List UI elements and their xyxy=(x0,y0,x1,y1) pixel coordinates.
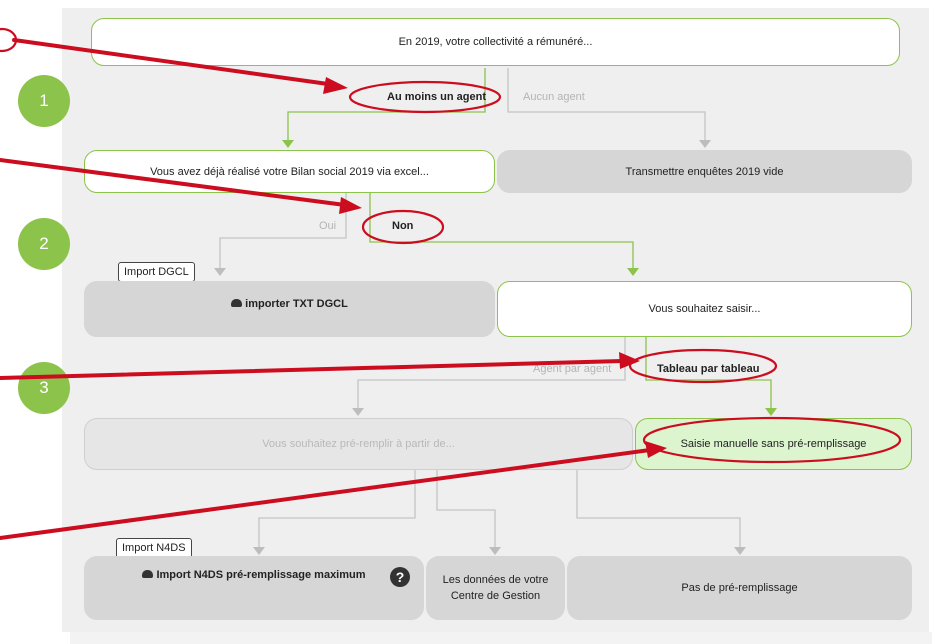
arrowhead xyxy=(352,408,364,416)
arrowhead xyxy=(214,268,226,276)
manual-entry-label: Saisie manuelle sans pré-remplissage xyxy=(680,438,867,450)
empty-surveys-label: Transmettre enquêtes 2019 vide xyxy=(625,165,784,178)
connector-cdg xyxy=(436,470,496,547)
question-excel-bilan: Vous avez déjà réalisé votre Bilan socia… xyxy=(84,150,495,193)
manual-entry-button[interactable]: Saisie manuelle sans pré-remplissage xyxy=(635,418,912,470)
step-circle-1: 1 xyxy=(18,75,70,127)
arrowhead xyxy=(253,547,265,555)
annotation-arrowhead-1 xyxy=(323,77,348,94)
option-no-agent[interactable]: Aucun agent xyxy=(523,91,585,103)
highlight-table-by-table xyxy=(628,348,778,384)
no-prefill-label: Pas de pré-remplissage xyxy=(681,582,798,594)
annotation-arrow-4 xyxy=(0,448,652,540)
question-prefill-source: Vous souhaitez pré-remplir à partir de..… xyxy=(84,418,633,470)
arrowhead xyxy=(627,268,639,276)
annotation-arrow-2 xyxy=(0,158,347,207)
arrowhead xyxy=(489,547,501,555)
option-agent-by-agent[interactable]: Agent par agent xyxy=(533,363,612,375)
question-remunerated: En 2019, votre collectivité a rémunéré..… xyxy=(91,18,900,66)
annotation-arrowhead-4 xyxy=(645,441,667,458)
question-remunerated-text: En 2019, votre collectivité a rémunéré..… xyxy=(398,36,593,48)
question-prefill-source-text: Vous souhaitez pré-remplir à partir de..… xyxy=(262,438,455,450)
connector-no-prefill xyxy=(576,470,741,547)
connector-table-by-table xyxy=(645,337,772,408)
cdg-data-button[interactable]: Les données de votre Centre de Gestion xyxy=(426,556,565,620)
question-enter-mode-text: Vous souhaitez saisir... xyxy=(648,303,761,315)
option-table-by-table[interactable]: Tableau par tableau xyxy=(657,363,760,375)
highlight-no-excel xyxy=(361,209,445,245)
connector-no-agent xyxy=(507,68,706,140)
option-no-excel[interactable]: Non xyxy=(392,220,414,232)
arrowhead xyxy=(734,547,746,555)
step-circle-2: 2 xyxy=(18,218,70,270)
option-at-least-one-agent[interactable]: Au moins un agent xyxy=(387,91,486,103)
annotation-arrowhead-2 xyxy=(339,197,362,214)
cloud-upload-icon xyxy=(142,570,154,579)
help-icon[interactable]: ? xyxy=(390,567,410,587)
arrowhead xyxy=(765,408,777,416)
question-enter-mode: Vous souhaitez saisir... xyxy=(497,281,912,337)
step-circle-3: 3 xyxy=(18,362,70,414)
question-excel-bilan-text: Vous avez déjà réalisé votre Bilan socia… xyxy=(150,165,429,178)
arrowhead xyxy=(699,140,711,148)
import-dgcl-button[interactable]: importer TXT DGCL xyxy=(84,281,495,337)
cloud-upload-icon xyxy=(231,299,243,308)
highlight-at-least-one-agent xyxy=(348,80,502,114)
panel-shadow xyxy=(70,632,932,644)
cdg-data-label: Les données de votre Centre de Gestion xyxy=(442,574,549,602)
no-prefill-button[interactable]: Pas de pré-remplissage xyxy=(567,556,912,620)
connector-yes-excel xyxy=(219,192,347,268)
import-n4ds-label-wrap: Import N4DS pré-remplissage maximum xyxy=(142,567,366,583)
annotation-arrow-3 xyxy=(0,359,624,380)
annotation-arrow-1 xyxy=(12,38,330,86)
annotation-arrowhead-3 xyxy=(619,352,640,369)
import-n4ds-button[interactable]: Import N4DS pré-remplissage maximum xyxy=(84,556,424,620)
highlight-manual-entry xyxy=(642,416,902,464)
empty-surveys-button[interactable]: Transmettre enquêtes 2019 vide xyxy=(497,150,912,193)
import-n4ds-label: Import N4DS pré-remplissage maximum xyxy=(156,569,366,581)
connector-n4ds xyxy=(258,470,416,547)
arrowhead xyxy=(282,140,294,148)
connector-at-least-one-agent xyxy=(287,68,486,140)
option-yes-excel[interactable]: Oui xyxy=(319,220,337,232)
import-dgcl-label-wrap: importer TXT DGCL xyxy=(231,296,348,312)
import-dgcl-label: importer TXT DGCL xyxy=(245,298,348,310)
